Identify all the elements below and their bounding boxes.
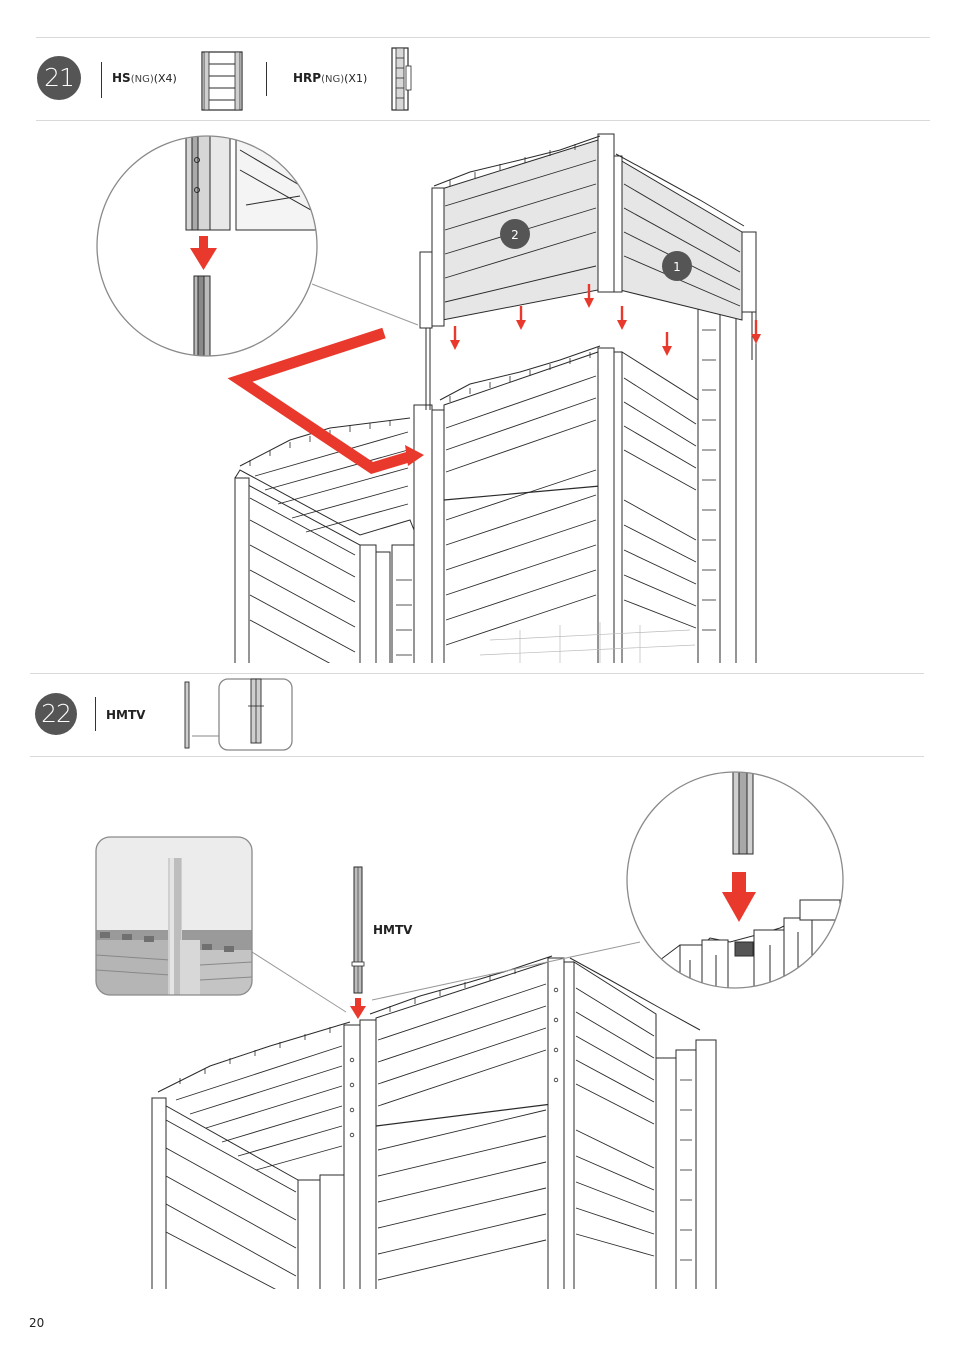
part-hs-label: HS(NG)(X4) bbox=[112, 71, 177, 85]
page-number: 20 bbox=[29, 1316, 44, 1330]
corner-post-icon bbox=[388, 46, 414, 112]
part-hs-qty: (X4) bbox=[154, 72, 177, 85]
step-22-bottom-rule bbox=[30, 756, 924, 757]
part-hrp-label: HRP(NG)(X1) bbox=[293, 71, 367, 85]
callout-2: 2 bbox=[500, 219, 530, 249]
svg-text:1: 1 bbox=[673, 260, 681, 274]
step-21-number: 21 bbox=[37, 56, 81, 100]
step-21-separator-2 bbox=[266, 62, 267, 96]
photo-inset bbox=[96, 837, 252, 995]
callout-1: 1 bbox=[662, 251, 692, 281]
hmtv-bar bbox=[352, 867, 364, 993]
part-hrp-code: HRP bbox=[293, 71, 321, 85]
metal-bar-icon bbox=[180, 676, 296, 754]
step-21-bottom-rule bbox=[36, 120, 930, 121]
step-22-top-rule bbox=[30, 673, 924, 674]
part-hmtv-label: HMTV bbox=[106, 708, 145, 722]
hmtv-down-arrow bbox=[350, 998, 366, 1019]
step-21-separator bbox=[101, 62, 102, 98]
part-hs-variant: (NG) bbox=[131, 74, 154, 85]
wall-panel-icon bbox=[200, 50, 244, 112]
part-hs-code: HS bbox=[112, 71, 131, 85]
step-21-illustration: 2 1 bbox=[0, 122, 954, 664]
step-21-top-rule bbox=[36, 37, 930, 38]
part-hrp-variant: (NG) bbox=[321, 74, 344, 85]
zoom-detail-22 bbox=[627, 772, 843, 1000]
part-hmtv-code: HMTV bbox=[106, 708, 145, 722]
step-22-number: 22 bbox=[35, 693, 77, 735]
step-22-illustration: HMTV bbox=[0, 760, 954, 1290]
part-hrp-qty: (X1) bbox=[344, 72, 367, 85]
pointer-arrow bbox=[240, 333, 424, 468]
step-22-separator bbox=[95, 697, 96, 731]
svg-text:2: 2 bbox=[511, 228, 519, 242]
hmtv-diagram-label: HMTV bbox=[373, 923, 413, 937]
zoom-detail-21 bbox=[97, 130, 320, 366]
